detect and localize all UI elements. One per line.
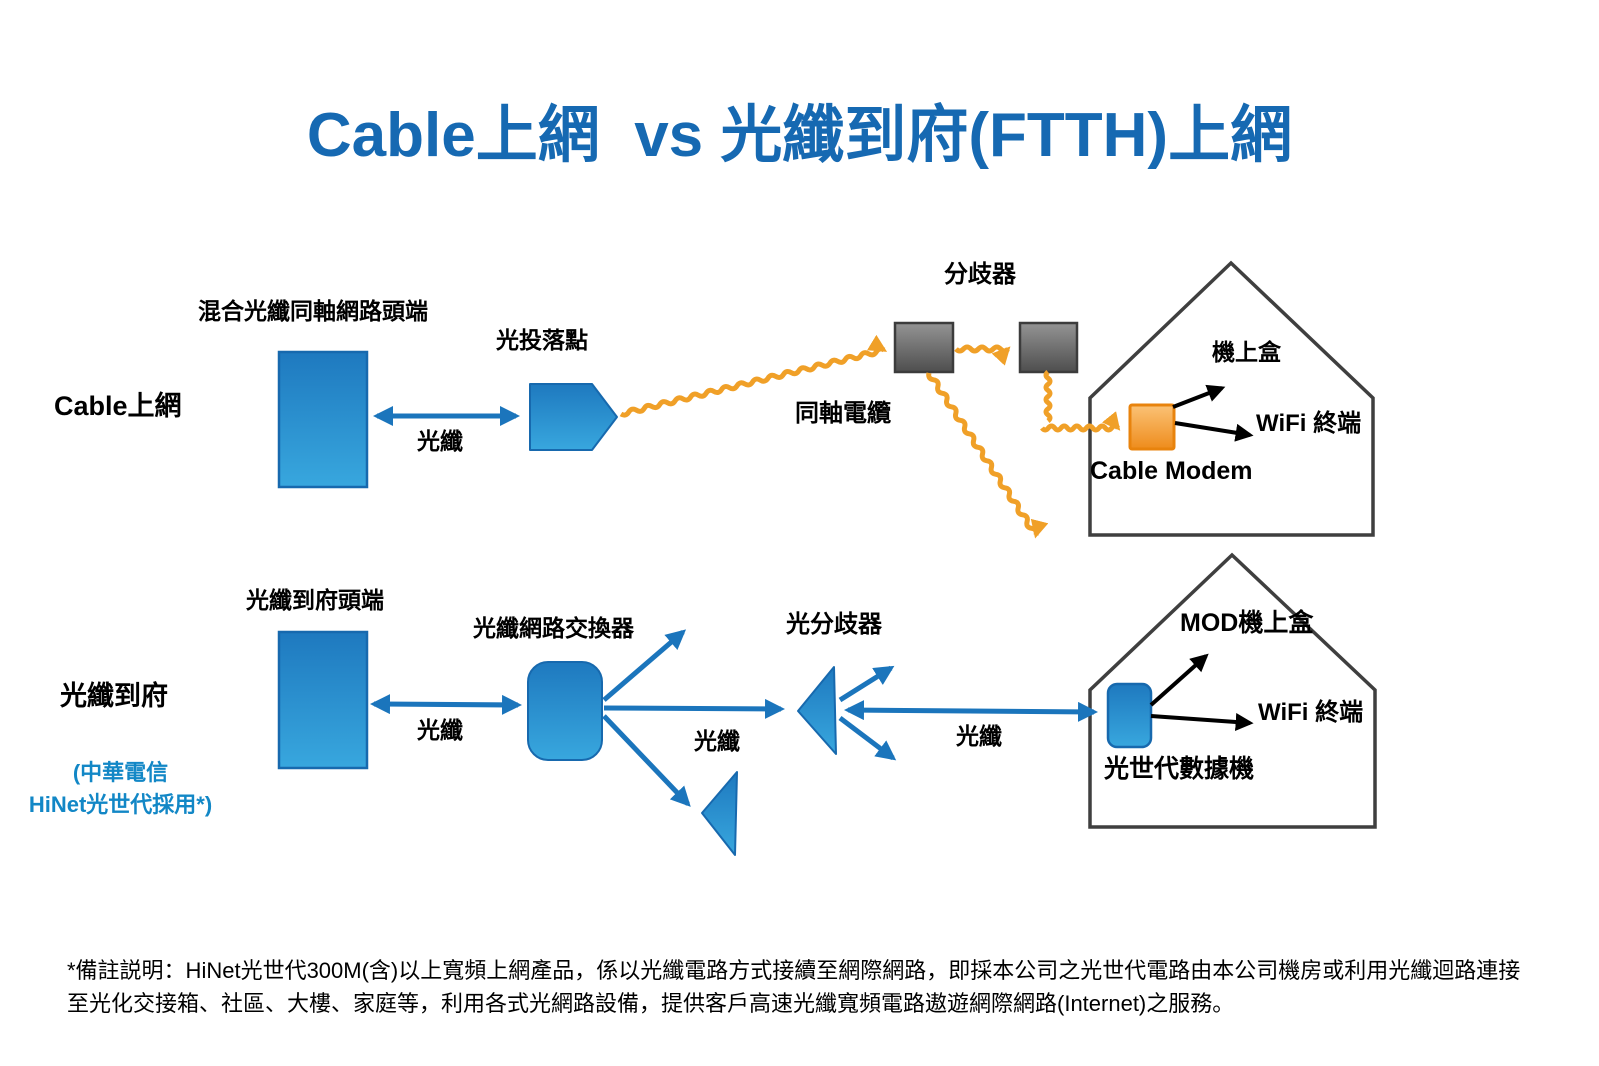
wifi-terminal-label-top: WiFi 終端 bbox=[1256, 410, 1362, 437]
optical-splitter-shape bbox=[797, 666, 837, 755]
ftth-modem-box bbox=[1106, 682, 1153, 749]
mod-settop-box-label: MOD機上盒 bbox=[1180, 609, 1314, 637]
fiber-label-bottom-1: 光纖 bbox=[417, 717, 463, 743]
splitter-box-2 bbox=[1018, 321, 1079, 374]
cable-modem-label: Cable Modem bbox=[1090, 457, 1253, 485]
arrow-modem-to-wifi bbox=[1174, 421, 1254, 442]
wifi-terminal-label-bottom: WiFi 終端 bbox=[1258, 699, 1364, 726]
splitter-box-1 bbox=[893, 321, 955, 374]
fiber-label-bottom-2: 光纖 bbox=[694, 728, 740, 754]
ftth-house-outline bbox=[1088, 552, 1377, 829]
switch-fanout-up bbox=[602, 629, 687, 702]
optical-splitter-shape-2 bbox=[701, 771, 738, 856]
switch-fanout-down bbox=[602, 714, 691, 807]
footnote-line-1: *備註説明：HiNet光世代300M(含)以上寬頻上網產品，係以光纖電路方式接續… bbox=[67, 958, 1521, 983]
cable-modem-box bbox=[1128, 403, 1176, 451]
arrow-modem-to-settop bbox=[1172, 384, 1226, 409]
optical-drop-point-label: 光投落點 bbox=[496, 327, 588, 353]
ftth-row-label: 光纖到府 bbox=[60, 681, 168, 711]
coax-wave-splitter1-down bbox=[926, 372, 1049, 539]
coax-wave-splitter1-to-splitter2 bbox=[954, 344, 1011, 366]
optical-splitter-label: 光分歧器 bbox=[786, 611, 882, 638]
cht-note-line1: (中華電信 bbox=[72, 760, 169, 785]
fiber-label-bottom-3: 光纖 bbox=[956, 723, 1002, 749]
ftth-headend-label: 光纖到府頭端 bbox=[246, 587, 384, 613]
fiber-link-arrow-bottom bbox=[370, 694, 522, 715]
splitter-fanout-up bbox=[838, 665, 895, 703]
coax-wave-into-modem bbox=[1040, 411, 1121, 433]
footnote-line-2: 至光化交接箱、社區、大樓、家庭等，利用各式光網路設備，提供客戶高速光纖寬頻電路遨… bbox=[67, 991, 1235, 1016]
splitter-fanout-down bbox=[838, 716, 897, 761]
fiber-link-splitter-to-modem bbox=[844, 700, 1098, 722]
coax-cable-label: 同軸電纜 bbox=[795, 400, 891, 427]
cable-row-label: Cable上網 bbox=[54, 391, 182, 421]
switch-fanout-mid bbox=[603, 698, 785, 719]
cht-note-line2: HiNet光世代採用*) bbox=[28, 792, 213, 817]
hfc-headend-label: 混合光纖同軸網路頭端 bbox=[198, 298, 428, 324]
ftth-modem-label: 光世代數據機 bbox=[1104, 755, 1255, 783]
hfc-headend-box bbox=[277, 350, 369, 489]
optical-drop-point-shape bbox=[529, 383, 618, 451]
settop-box-label: 機上盒 bbox=[1212, 339, 1281, 365]
cable-house-outline bbox=[1088, 260, 1375, 537]
arrow-ftth-modem-to-mod bbox=[1149, 653, 1209, 707]
cht-hinet-note: (中華電信 HiNet光世代採用*) bbox=[18, 757, 223, 821]
ftth-headend-box bbox=[277, 630, 369, 770]
arrow-ftth-modem-to-wifi bbox=[1150, 713, 1254, 731]
fiber-switch-label: 光纖網路交換器 bbox=[473, 615, 634, 641]
coax-wave-drop-to-splitter bbox=[619, 334, 888, 418]
fiber-label-top: 光纖 bbox=[417, 428, 463, 454]
fiber-switch-box bbox=[527, 661, 603, 761]
splitter-label: 分歧器 bbox=[944, 261, 1016, 288]
coax-wave-splitter2-down bbox=[1043, 370, 1053, 423]
page-title: Cable上網 vs 光纖到府(FTTH)上網 bbox=[306, 101, 1293, 170]
